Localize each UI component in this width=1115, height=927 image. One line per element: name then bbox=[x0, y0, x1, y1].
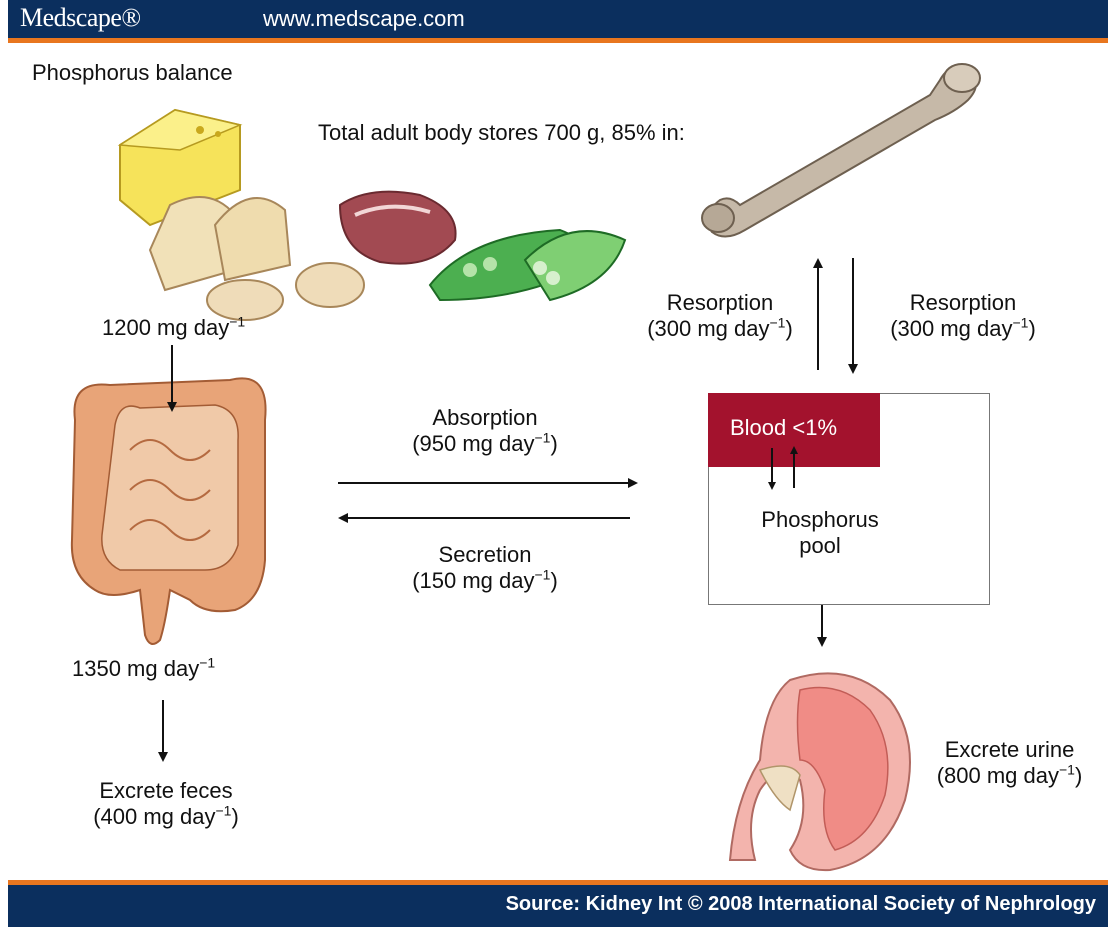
source-credit: Source: Kidney Int © 2008 International … bbox=[506, 893, 1096, 916]
bone-illustration bbox=[702, 64, 980, 237]
resorption-up-label: Resorption (300 mg day−1) bbox=[625, 290, 815, 342]
kidney-illustration bbox=[730, 673, 910, 870]
secretion-label: Secretion (150 mg day−1) bbox=[390, 542, 580, 594]
blood-label: Blood <1% bbox=[730, 415, 837, 441]
footer-bar: Source: Kidney Int © 2008 International … bbox=[8, 880, 1108, 927]
diagram-title: Phosphorus balance bbox=[32, 60, 233, 86]
resorption-down-label: Resorption (300 mg day−1) bbox=[868, 290, 1058, 342]
gut-output-label: 1350 mg day−1 bbox=[72, 656, 215, 682]
absorption-label: Absorption (950 mg day−1) bbox=[390, 405, 580, 457]
intake-label: 1200 mg day−1 bbox=[102, 315, 245, 341]
feces-label: Excrete feces (400 mg day−1) bbox=[66, 778, 266, 830]
intestine-illustration bbox=[72, 378, 266, 644]
body-stores-label: Total adult body stores 700 g, 85% in: bbox=[318, 120, 685, 146]
urine-label: Excrete urine (800 mg day−1) bbox=[912, 737, 1107, 789]
